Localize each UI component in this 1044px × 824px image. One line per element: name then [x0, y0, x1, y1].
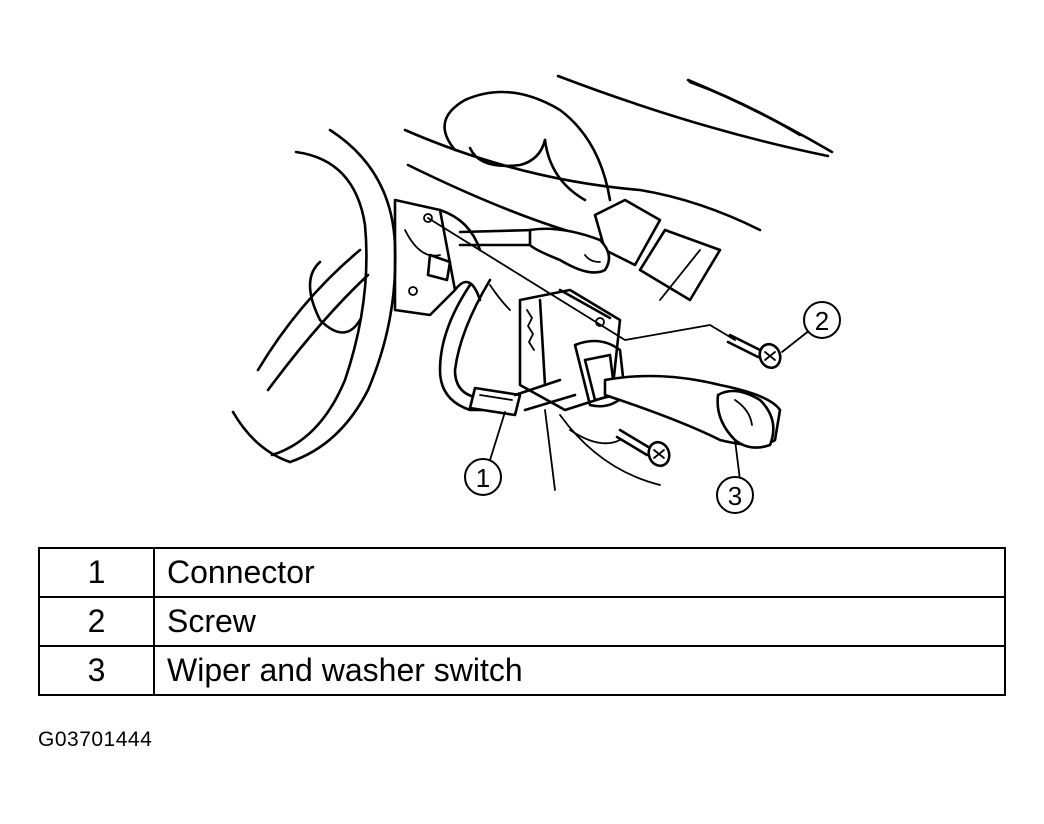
part-number: 3: [38, 645, 155, 696]
part-description: Connector: [153, 547, 1006, 598]
steering-wheel: [231, 128, 397, 464]
table-row: 1 Connector: [38, 547, 1006, 598]
callout-3-label: 3: [728, 481, 742, 511]
parts-legend-table: 1 Connector 2 Screw 3 Wiper and washer s…: [38, 547, 1006, 696]
callout-2-label: 2: [815, 306, 829, 336]
part-number: 1: [38, 547, 155, 598]
part-description: Screw: [153, 596, 1006, 647]
table-row: 3 Wiper and washer switch: [38, 645, 1006, 696]
callout-2: 2: [803, 301, 841, 339]
callout-1: 1: [464, 458, 502, 496]
turn-signal-lever: [458, 227, 611, 274]
figure-id: G03701444: [38, 728, 153, 751]
screw-lower: [615, 428, 671, 468]
part-description: Wiper and washer switch: [153, 645, 1006, 696]
wiper-lever: [603, 374, 782, 449]
wire-harness: [438, 278, 511, 412]
table-row: 2 Screw: [38, 596, 1006, 647]
connector-part: [468, 386, 522, 417]
dashboard-outline: [403, 74, 834, 302]
callout-1-label: 1: [476, 463, 490, 493]
wiper-switch-illustration: 1 2 3: [231, 74, 841, 514]
leader-lines: [427, 217, 811, 481]
screw-upper: [726, 333, 782, 370]
part-number: 2: [38, 596, 155, 647]
switch-housing: [393, 198, 482, 317]
callout-3: 3: [716, 476, 754, 514]
